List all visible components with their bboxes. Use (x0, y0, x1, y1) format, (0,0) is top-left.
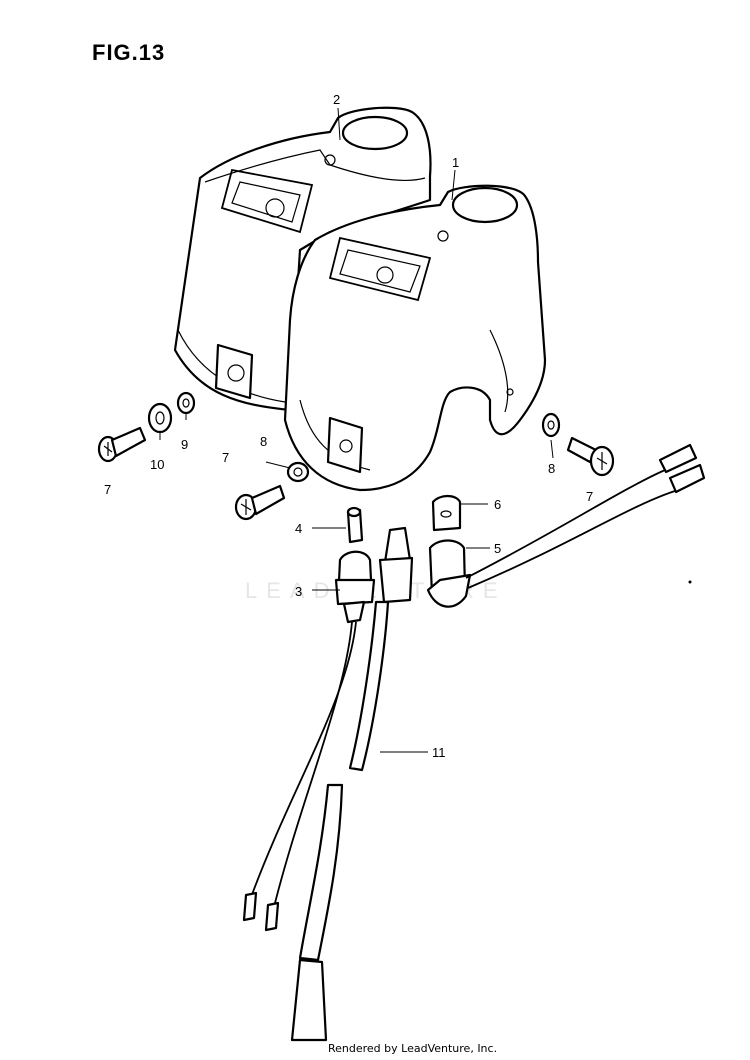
figure-title: FIG.13 (92, 40, 166, 65)
meter-cable-11 (290, 526, 414, 1042)
screw-7-left (97, 426, 147, 463)
callout-1: 1 (452, 155, 459, 170)
bulb-6 (431, 494, 462, 532)
meter-housing-1 (283, 184, 547, 492)
meter-housing-2 (173, 106, 432, 412)
socket-5 (426, 443, 706, 608)
callout-4: 4 (295, 521, 302, 536)
washer-9 (176, 391, 196, 415)
callout-leaders (159, 107, 554, 753)
callout-9: 9 (181, 437, 188, 452)
callout-6: 6 (494, 497, 501, 512)
washer-8-left (286, 461, 310, 483)
bulb-4 (346, 506, 364, 544)
callout-7-right: 7 (586, 489, 593, 504)
socket-3 (242, 550, 376, 932)
callout-11: 11 (432, 745, 446, 760)
callout-8-right: 8 (548, 461, 555, 476)
washer-8-right (541, 412, 561, 438)
callout-8-left: 8 (260, 434, 267, 449)
callout-7-left: 7 (104, 482, 111, 497)
speck (688, 580, 692, 584)
callout-2: 2 (333, 92, 340, 107)
callout-7-center: 7 (222, 450, 229, 465)
callout-3: 3 (295, 584, 302, 599)
washer-10 (147, 402, 173, 434)
screw-7-center (234, 484, 286, 521)
callout-10: 10 (150, 457, 164, 472)
callout-5: 5 (494, 541, 501, 556)
credit-text: Rendered by LeadVenture, Inc. (326, 1042, 500, 1055)
screw-7-right (566, 436, 615, 477)
